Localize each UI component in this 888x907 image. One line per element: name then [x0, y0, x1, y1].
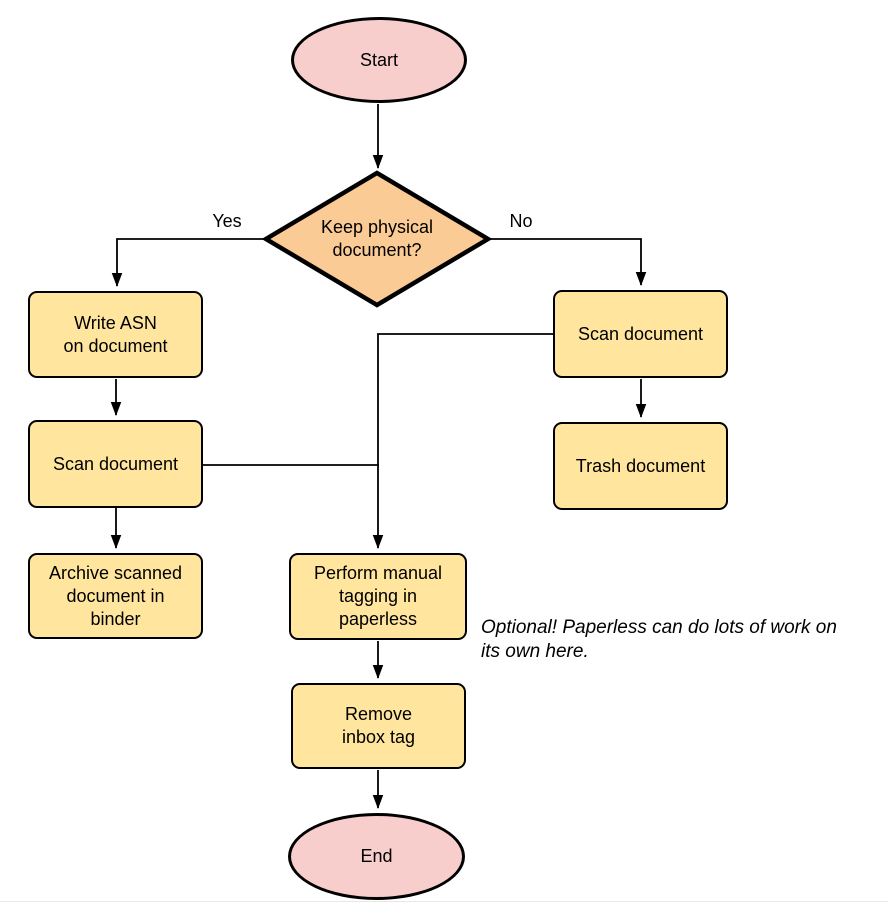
node-tagging-label: Perform manual tagging in paperless: [313, 563, 443, 629]
node-trash-label: Trash document: [575, 455, 706, 476]
edge-label-no: No: [509, 211, 533, 231]
node-end: End: [288, 813, 465, 900]
node-decision-label: Keep physical document?: [320, 217, 434, 260]
annotation-note: Optional! Paperless can do lots of work …: [481, 617, 837, 662]
node-scan-left-label: Scan document: [52, 453, 179, 474]
node-scan-right-label: Scan document: [577, 323, 704, 344]
node-trash-document: Trash document: [553, 422, 728, 510]
node-start: Start: [291, 17, 467, 103]
node-write-asn: Write ASN on document: [28, 291, 203, 378]
node-archive-label: Archive scanned document in binder: [48, 562, 183, 629]
node-decision: Keep physical document?: [277, 205, 477, 273]
node-scan-document-left: Scan document: [28, 420, 203, 508]
edge-label-yes: Yes: [212, 211, 242, 231]
node-archive-binder: Archive scanned document in binder: [28, 553, 203, 639]
node-remove-inbox-label: Remove inbox tag: [341, 704, 416, 747]
node-manual-tagging: Perform manual tagging in paperless: [289, 553, 467, 640]
node-scan-document-right: Scan document: [553, 290, 728, 378]
node-write-asn-label: Write ASN on document: [63, 312, 168, 356]
edge-decision-yes: [111, 238, 266, 287]
node-remove-inbox-tag: Remove inbox tag: [291, 683, 466, 769]
node-start-label: Start: [359, 49, 398, 70]
edge-decision-no: [488, 238, 647, 286]
node-end-label: End: [360, 846, 393, 866]
bottom-divider-line: [0, 901, 888, 902]
edge-scanright-to-tagging: [372, 333, 553, 549]
node-decision-shape: [261, 170, 493, 308]
